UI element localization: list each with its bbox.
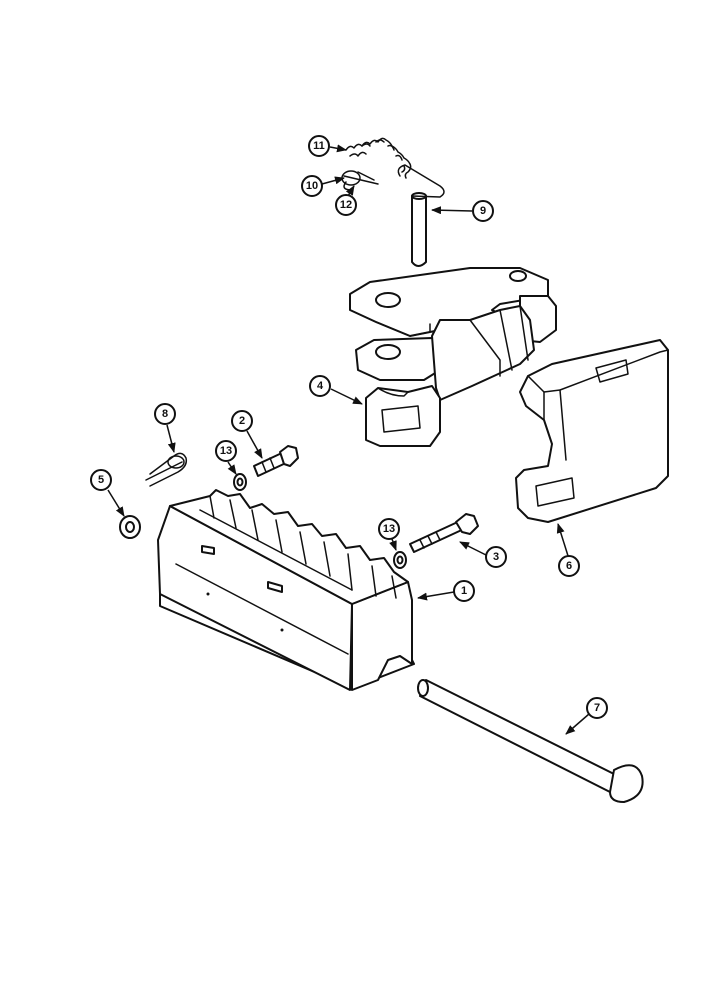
leader-lines xyxy=(107,144,590,735)
callout-5: 5 xyxy=(90,469,112,491)
washer-5 xyxy=(119,515,141,539)
long-bolt xyxy=(409,513,479,553)
washer-13-lower xyxy=(393,551,407,569)
callout-9: 9 xyxy=(472,200,494,222)
hair-pin-clip xyxy=(145,452,188,487)
callout-5-label: 5 xyxy=(98,474,104,486)
callout-11-label: 11 xyxy=(313,140,325,152)
suitcase-weight xyxy=(515,339,669,523)
callout-4-label: 4 xyxy=(317,380,324,392)
callout-12-label: 12 xyxy=(340,199,352,211)
washer-13-upper xyxy=(233,473,247,491)
linch-pin-with-chain xyxy=(341,137,445,267)
callout-13-lower: 13 xyxy=(378,518,400,540)
front-weight-block xyxy=(157,489,415,691)
short-bolt xyxy=(253,445,299,477)
callout-9-label: 9 xyxy=(480,205,486,217)
callout-13-lower-label: 13 xyxy=(383,523,395,535)
callout-6: 6 xyxy=(558,555,580,577)
callout-3-label: 3 xyxy=(493,551,499,563)
callout-10: 10 xyxy=(301,175,323,197)
callout-12: 12 xyxy=(335,194,357,216)
callout-6-label: 6 xyxy=(566,560,572,572)
callout-2-label: 2 xyxy=(239,415,245,427)
callout-7: 7 xyxy=(586,697,608,719)
callout-8: 8 xyxy=(154,403,176,425)
callout-4: 4 xyxy=(309,375,331,397)
callout-13-upper-label: 13 xyxy=(220,445,232,457)
callout-13-upper: 13 xyxy=(215,440,237,462)
weight-bracket xyxy=(349,267,557,447)
callout-1: 1 xyxy=(453,580,475,602)
callout-1-label: 1 xyxy=(461,585,467,597)
callout-3: 3 xyxy=(485,546,507,568)
callout-10-label: 10 xyxy=(306,180,318,192)
callout-11: 11 xyxy=(308,135,330,157)
callout-7-label: 7 xyxy=(594,702,600,714)
callout-2: 2 xyxy=(231,410,253,432)
long-pin xyxy=(417,679,644,803)
callout-8-label: 8 xyxy=(162,408,168,420)
